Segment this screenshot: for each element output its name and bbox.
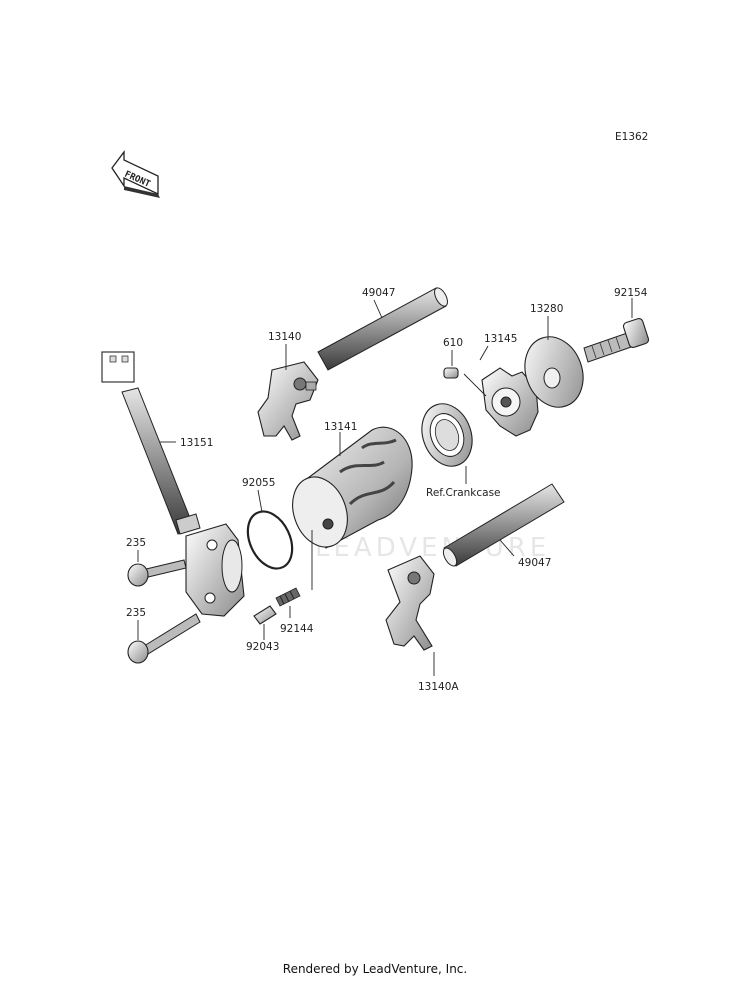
watermark: LEADVENTURE (315, 533, 550, 563)
shift-fork-13140 (257, 361, 319, 441)
leader-49047-bottom (499, 539, 515, 557)
leader-13145-b (463, 373, 487, 397)
label-49047-top: 49047 (362, 287, 395, 299)
shift-shaft-13151 (101, 351, 245, 617)
bolt-235-a (127, 559, 187, 587)
leader-49047-top (373, 299, 383, 319)
label-13141: 13141 (324, 421, 357, 433)
pin-92043 (253, 605, 277, 625)
label-49047-bottom: 49047 (518, 557, 551, 569)
footer-credit: Rendered by LeadVenture, Inc. (282, 962, 468, 976)
shift-drum-13141 (292, 426, 413, 549)
bolt-92154 (583, 318, 650, 363)
label-92055: 92055 (242, 477, 275, 489)
label-ref-crankcase: Ref.Crankcase (426, 487, 501, 499)
spring-92144 (275, 587, 301, 607)
pin-610 (443, 367, 459, 379)
label-235-a: 235 (126, 537, 146, 549)
bearing (421, 403, 473, 467)
label-235-b: 235 (126, 607, 146, 619)
bolt-235-b (127, 613, 201, 664)
o-ring-92055 (246, 510, 294, 570)
front-arrow-icon: FRONT (111, 150, 160, 198)
label-13145: 13145 (484, 333, 517, 345)
shift-fork-13140A (385, 555, 435, 651)
label-13140A: 13140A (418, 681, 459, 693)
label-13280: 13280 (530, 303, 563, 315)
shift-rod-bottom (442, 483, 565, 567)
label-92144: 92144 (280, 623, 314, 635)
leader-13145 (479, 345, 489, 361)
plate-13280 (524, 336, 584, 408)
label-610: 610 (443, 337, 463, 349)
diagram-id-label: E1362 (615, 131, 648, 143)
leader-92055 (257, 489, 263, 513)
label-13151: 13151 (180, 437, 213, 449)
label-13140: 13140 (268, 331, 301, 343)
label-92154: 92154 (614, 287, 648, 299)
shift-rod-top (317, 287, 448, 371)
shift-cam-13145 (481, 367, 539, 437)
label-92043: 92043 (246, 641, 279, 653)
